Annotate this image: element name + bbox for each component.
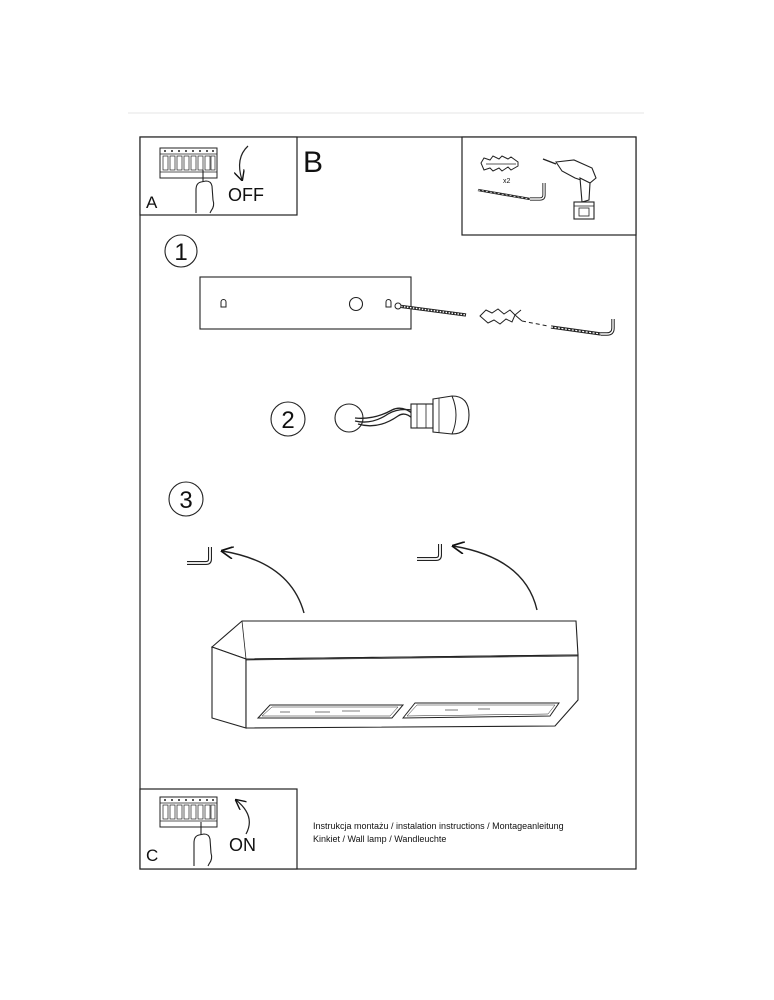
step-2: 2 bbox=[270, 395, 470, 437]
hook-screw-icon bbox=[550, 319, 615, 336]
step-1: 1 bbox=[164, 234, 615, 336]
box-c-action: ON bbox=[229, 835, 256, 855]
wall-lamp-body bbox=[210, 620, 579, 729]
wall-plug-icon bbox=[480, 155, 519, 172]
mounting-bracket bbox=[199, 276, 412, 330]
step-3: 3 bbox=[168, 481, 579, 729]
dashed-guide-line bbox=[521, 320, 549, 327]
hook-screw-icon bbox=[477, 183, 546, 201]
box-a-action: OFF bbox=[228, 185, 264, 205]
arrow-down-icon bbox=[240, 145, 249, 180]
box-c-letter: C bbox=[146, 846, 158, 865]
tools-frame bbox=[461, 136, 637, 236]
lamp-socket-icon bbox=[410, 395, 470, 435]
keyhole-slot-left bbox=[220, 299, 227, 308]
wall-plug-icon bbox=[479, 308, 523, 325]
hook-right-icon bbox=[417, 544, 442, 561]
hook-left-icon bbox=[187, 547, 212, 565]
step-1-number: 1 bbox=[174, 239, 187, 266]
box-a-letter: A bbox=[146, 193, 158, 212]
section-label: B bbox=[303, 146, 323, 179]
step-2-number: 2 bbox=[281, 407, 294, 434]
step-3-number: 3 bbox=[179, 487, 192, 514]
product-name: Kinkiet / Wall lamp / Wandleuchte bbox=[313, 834, 446, 844]
drill-icon bbox=[542, 158, 597, 220]
breaker-panel-icon bbox=[159, 147, 218, 179]
instructions-title: Instrukcja montażu / instalation instruc… bbox=[313, 821, 564, 831]
arrow-right-icon bbox=[453, 546, 538, 611]
main-frame bbox=[139, 136, 637, 870]
step-2-badge bbox=[270, 401, 306, 437]
arrow-left-icon bbox=[222, 551, 305, 614]
screw-icon bbox=[394, 302, 467, 317]
step-1-badge bbox=[164, 234, 198, 268]
arrow-up-icon bbox=[236, 800, 250, 835]
tools-box: x2 bbox=[461, 136, 637, 236]
hand-icon bbox=[193, 833, 213, 867]
hand-icon bbox=[195, 180, 215, 214]
keyhole-slot-right bbox=[385, 299, 392, 308]
box-c-power-on: C ON bbox=[139, 788, 298, 870]
breaker-panel-icon bbox=[159, 796, 218, 828]
wires bbox=[354, 407, 414, 427]
box-a-power-off: A OFF bbox=[139, 136, 298, 216]
quantity-label: x2 bbox=[503, 178, 511, 185]
step-3-badge bbox=[168, 481, 204, 517]
cable-hole bbox=[348, 296, 364, 312]
